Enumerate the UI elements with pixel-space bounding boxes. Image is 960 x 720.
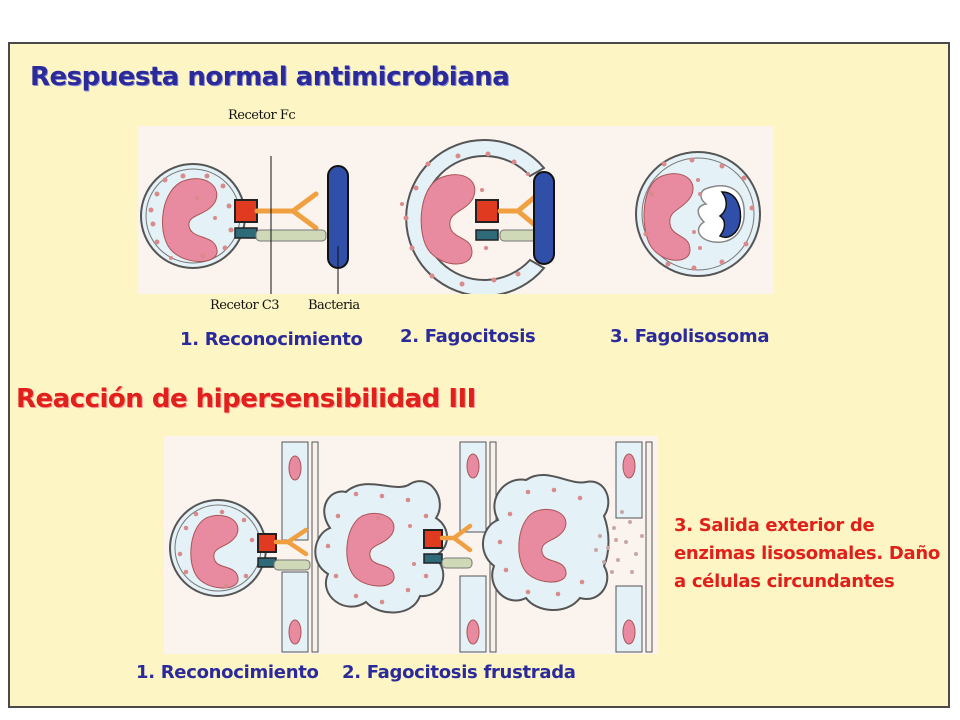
hypersensitivity-title: Reacción de hipersensibilidad III — [16, 384, 476, 414]
nucleus — [420, 174, 476, 265]
pseudopod-cell — [405, 139, 546, 294]
complement-c3 — [441, 557, 473, 569]
vessel-wall-3 — [615, 441, 653, 653]
fc-receptor — [234, 199, 258, 223]
normal-response-title: Respuesta normal antimicrobiana — [30, 62, 510, 92]
top-step-1: 1. Reconocimiento — [180, 329, 363, 350]
granules — [177, 509, 255, 589]
bottom-step-2: 2. Fagocitosis frustrada — [342, 662, 576, 683]
fc-receptor — [257, 533, 277, 553]
released-enzymes — [594, 510, 644, 574]
phagocyte-5 — [314, 480, 448, 614]
bacteria — [533, 171, 555, 265]
phagocyte-2 — [400, 139, 546, 294]
antibody-1 — [254, 191, 319, 231]
nucleus — [518, 508, 567, 583]
nucleus — [346, 512, 395, 587]
nucleus — [162, 178, 218, 263]
hypersensitivity-diagram — [164, 436, 658, 654]
complement-c3 — [255, 229, 327, 242]
normal-response-diagram — [138, 126, 774, 294]
phagocyte-1 — [140, 163, 258, 269]
antibody-4 — [439, 523, 473, 553]
c3-receptor — [475, 229, 499, 241]
fc-receptor — [475, 199, 499, 223]
c3-receptor — [234, 227, 258, 239]
bacteria-label: Bacteria — [308, 298, 360, 313]
phagocyte-3 — [635, 151, 761, 277]
granules — [148, 173, 234, 260]
phagocyte-6 — [481, 474, 644, 612]
slide: Respuesta normal antimicrobiana — [8, 42, 950, 708]
fc-receptor-label: Recetor Fc — [228, 108, 296, 123]
c3-receptor — [257, 557, 277, 568]
granules — [325, 491, 429, 605]
nucleus — [190, 514, 239, 589]
granules — [643, 157, 755, 271]
granules — [400, 151, 530, 287]
granules — [497, 487, 585, 597]
bottom-step-1: 1. Reconocimiento — [136, 662, 319, 683]
c3-receptor — [423, 553, 443, 564]
complement-c3 — [273, 559, 311, 571]
phagocyte-4 — [169, 499, 277, 597]
c3-receptor-label: Recetor C3 — [210, 298, 280, 313]
top-step-2: 2. Fagocitosis — [400, 326, 536, 347]
fc-receptor — [423, 529, 443, 549]
antibody-3 — [273, 527, 309, 557]
top-step-3: 3. Fagolisosoma — [610, 326, 770, 347]
enzyme-release-text: 3. Salida exterior de enzimas lisosomale… — [674, 515, 940, 592]
digested-bacteria — [718, 191, 742, 238]
